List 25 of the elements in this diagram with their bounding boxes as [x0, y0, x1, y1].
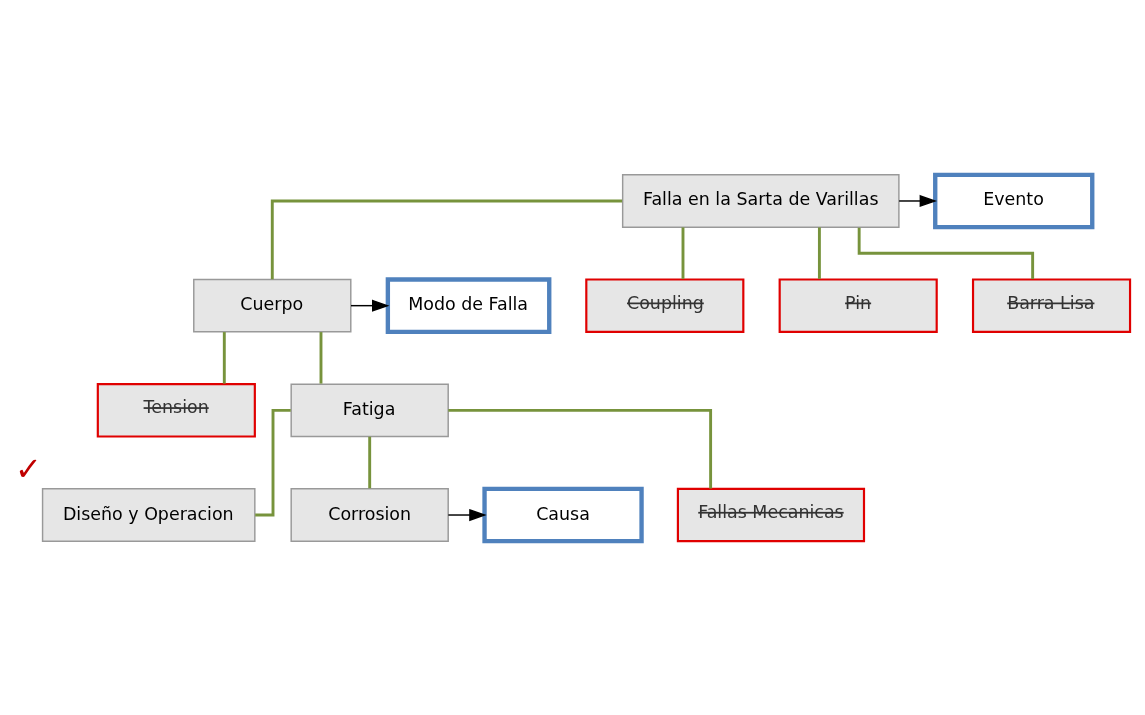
node-box: Falla en la Sarta de Varillas	[621, 173, 900, 228]
connector	[817, 226, 821, 279]
connector	[368, 436, 372, 488]
connector	[448, 408, 713, 489]
node-box: Coupling	[585, 277, 745, 333]
arrow	[350, 299, 390, 312]
node-box: Fatiga	[290, 382, 449, 437]
node-box: Pin	[778, 277, 938, 333]
node-box: Evento	[933, 172, 1095, 229]
node-box: Causa	[482, 486, 644, 543]
node-box: Tension	[96, 382, 256, 438]
connector	[681, 226, 685, 279]
connector	[857, 227, 1035, 279]
node-box: Corrosion	[290, 487, 449, 542]
node-box: Diseño y Operacion	[41, 487, 256, 542]
connector	[270, 199, 623, 279]
node-box: Fallas Mecanicas	[676, 487, 866, 542]
arrow	[447, 508, 487, 521]
node-label: ✓	[14, 449, 42, 488]
connector	[222, 331, 226, 384]
node-box: Modo de Falla	[385, 276, 552, 334]
connector	[319, 331, 323, 384]
arrow	[898, 194, 938, 207]
node-box: Barra Lisa	[971, 277, 1132, 333]
node-box: Cuerpo	[193, 278, 352, 333]
